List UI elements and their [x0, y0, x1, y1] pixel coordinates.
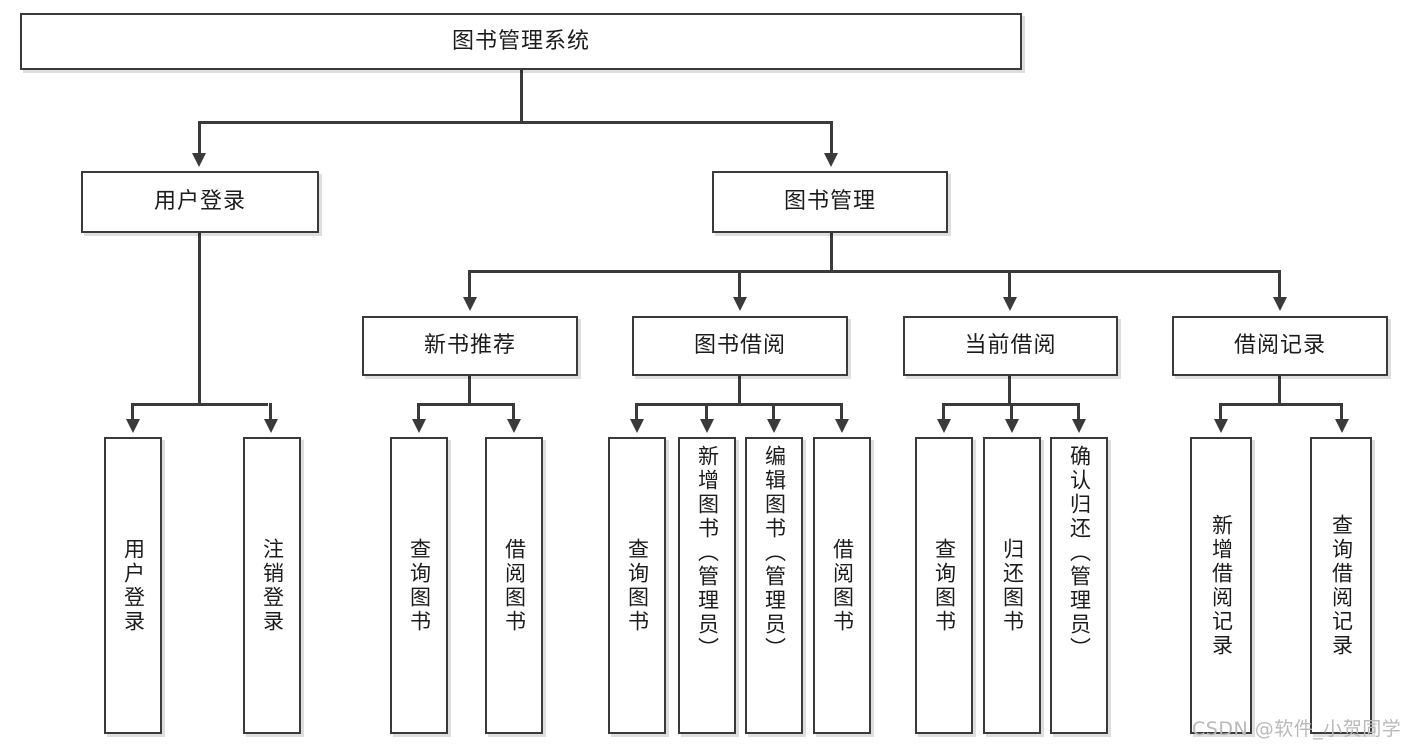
node-current-borrow-label: 当前借阅 [964, 333, 1057, 359]
leaf-confirm-return[interactable]: 确认归还（管理员） [1050, 437, 1108, 734]
connector-level3-bus [468, 270, 1280, 273]
leaf-query-book-1-label: 查询图书 [407, 537, 432, 634]
arrow-bb-leaf1 [630, 419, 644, 433]
connector-to-leaf-logout [269, 403, 272, 421]
leaf-query-book-3[interactable]: 查询图书 [915, 437, 973, 734]
node-new-book-recommend-label: 新书推荐 [423, 333, 516, 359]
node-book-borrow[interactable]: 图书借阅 [632, 316, 848, 376]
connector-cb-leaf3 [1077, 403, 1080, 421]
connector-to-leaf-user-login [131, 403, 134, 421]
leaf-borrow-book-1[interactable]: 借阅图书 [485, 437, 543, 734]
leaf-logout-login-label: 注销登录 [260, 537, 285, 634]
connector-to-user-login [198, 121, 201, 155]
connector-to-book-borrow [738, 270, 741, 299]
connector-bb-leaf2 [705, 403, 708, 421]
leaf-logout-login[interactable]: 注销登录 [243, 437, 301, 734]
connector-borrow-record-down [1278, 376, 1281, 404]
connector-to-borrow-record [1278, 270, 1281, 299]
connector-book-manage-down [830, 233, 833, 271]
leaf-return-book[interactable]: 归还图书 [983, 437, 1041, 734]
arrow-cb-leaf3 [1072, 419, 1086, 433]
connector-bb-leaf1 [635, 403, 638, 421]
connector-user-login-down [198, 233, 201, 404]
connector-new-book-down [468, 376, 471, 404]
leaf-user-login[interactable]: 用户登录 [104, 437, 162, 734]
connector-to-book-manage [830, 121, 833, 155]
arrow-bb-leaf3 [767, 419, 781, 433]
arrow-nb-leaf1 [412, 419, 426, 433]
connector-root-trunk [520, 70, 523, 122]
leaf-return-book-label: 归还图书 [1000, 537, 1025, 634]
arrow-cb-leaf2 [1005, 419, 1019, 433]
connector-to-current-borrow [1008, 270, 1011, 299]
connector-new-book-bus [417, 403, 515, 406]
node-book-manage-label: 图书管理 [783, 189, 876, 215]
arrow-to-book-borrow [733, 297, 747, 311]
node-user-login-label: 用户登录 [153, 189, 246, 215]
leaf-add-borrow-record[interactable]: 新增借阅记录 [1190, 437, 1252, 734]
node-root-label: 图书管理系统 [451, 28, 590, 54]
connector-borrow-record-bus [1219, 403, 1342, 406]
arrow-to-leaf-user-login [126, 419, 140, 433]
node-borrow-record-label: 借阅记录 [1233, 333, 1326, 359]
connector-book-borrow-bus [635, 403, 842, 406]
arrow-to-book-manage [824, 153, 838, 167]
leaf-edit-book[interactable]: 编辑图书（管理员） [745, 437, 803, 734]
leaf-borrow-book-1-label: 借阅图书 [502, 537, 527, 634]
arrow-to-current-borrow [1003, 297, 1017, 311]
leaf-query-book-2-label: 查询图书 [625, 537, 650, 634]
connector-book-borrow-down [738, 376, 741, 404]
arrow-bb-leaf4 [835, 419, 849, 433]
connector-bb-leaf4 [840, 403, 843, 421]
leaf-query-borrow-record-label: 查询借阅记录 [1329, 513, 1354, 658]
node-new-book-recommend[interactable]: 新书推荐 [362, 316, 578, 376]
arrow-nb-leaf2 [507, 419, 521, 433]
leaf-confirm-return-label: 确认归还（管理员） [1067, 445, 1092, 661]
leaf-query-book-3-label: 查询图书 [932, 537, 957, 634]
connector-nb-leaf1 [417, 403, 420, 421]
arrow-cb-leaf1 [937, 419, 951, 433]
connector-cb-leaf1 [942, 403, 945, 421]
connector-nb-leaf2 [512, 403, 515, 421]
leaf-add-book[interactable]: 新增图书（管理员） [678, 437, 736, 734]
node-user-login[interactable]: 用户登录 [81, 171, 319, 233]
node-borrow-record[interactable]: 借阅记录 [1172, 316, 1388, 376]
connector-br-leaf1 [1219, 403, 1222, 421]
leaf-query-book-2[interactable]: 查询图书 [608, 437, 666, 734]
node-root[interactable]: 图书管理系统 [20, 13, 1022, 70]
leaf-query-borrow-record[interactable]: 查询借阅记录 [1310, 437, 1372, 734]
leaf-borrow-book-2-label: 借阅图书 [830, 537, 855, 634]
connector-bb-leaf3 [772, 403, 775, 421]
connector-user-login-bus [131, 403, 268, 406]
node-current-borrow[interactable]: 当前借阅 [903, 316, 1118, 376]
leaf-query-book-1[interactable]: 查询图书 [390, 437, 448, 734]
arrow-to-leaf-logout [264, 419, 278, 433]
connector-cb-leaf2 [1010, 403, 1013, 421]
connector-current-borrow-down [1008, 376, 1011, 404]
arrow-bb-leaf2 [700, 419, 714, 433]
connector-br-leaf2 [1340, 403, 1343, 421]
connector-to-new-book [468, 270, 471, 299]
arrow-br-leaf1 [1214, 419, 1228, 433]
leaf-add-book-label: 新增图书（管理员） [695, 445, 720, 661]
leaf-user-login-label: 用户登录 [121, 537, 146, 634]
arrow-to-new-book [463, 297, 477, 311]
leaf-borrow-book-2[interactable]: 借阅图书 [813, 437, 871, 734]
arrow-to-borrow-record [1273, 297, 1287, 311]
node-book-manage[interactable]: 图书管理 [712, 171, 948, 233]
leaf-edit-book-label: 编辑图书（管理员） [762, 445, 787, 661]
node-book-borrow-label: 图书借阅 [693, 333, 786, 359]
leaf-add-borrow-record-label: 新增借阅记录 [1209, 513, 1234, 658]
connector-root-bus [198, 121, 832, 124]
arrow-br-leaf2 [1335, 419, 1349, 433]
arrow-to-user-login [192, 153, 206, 167]
